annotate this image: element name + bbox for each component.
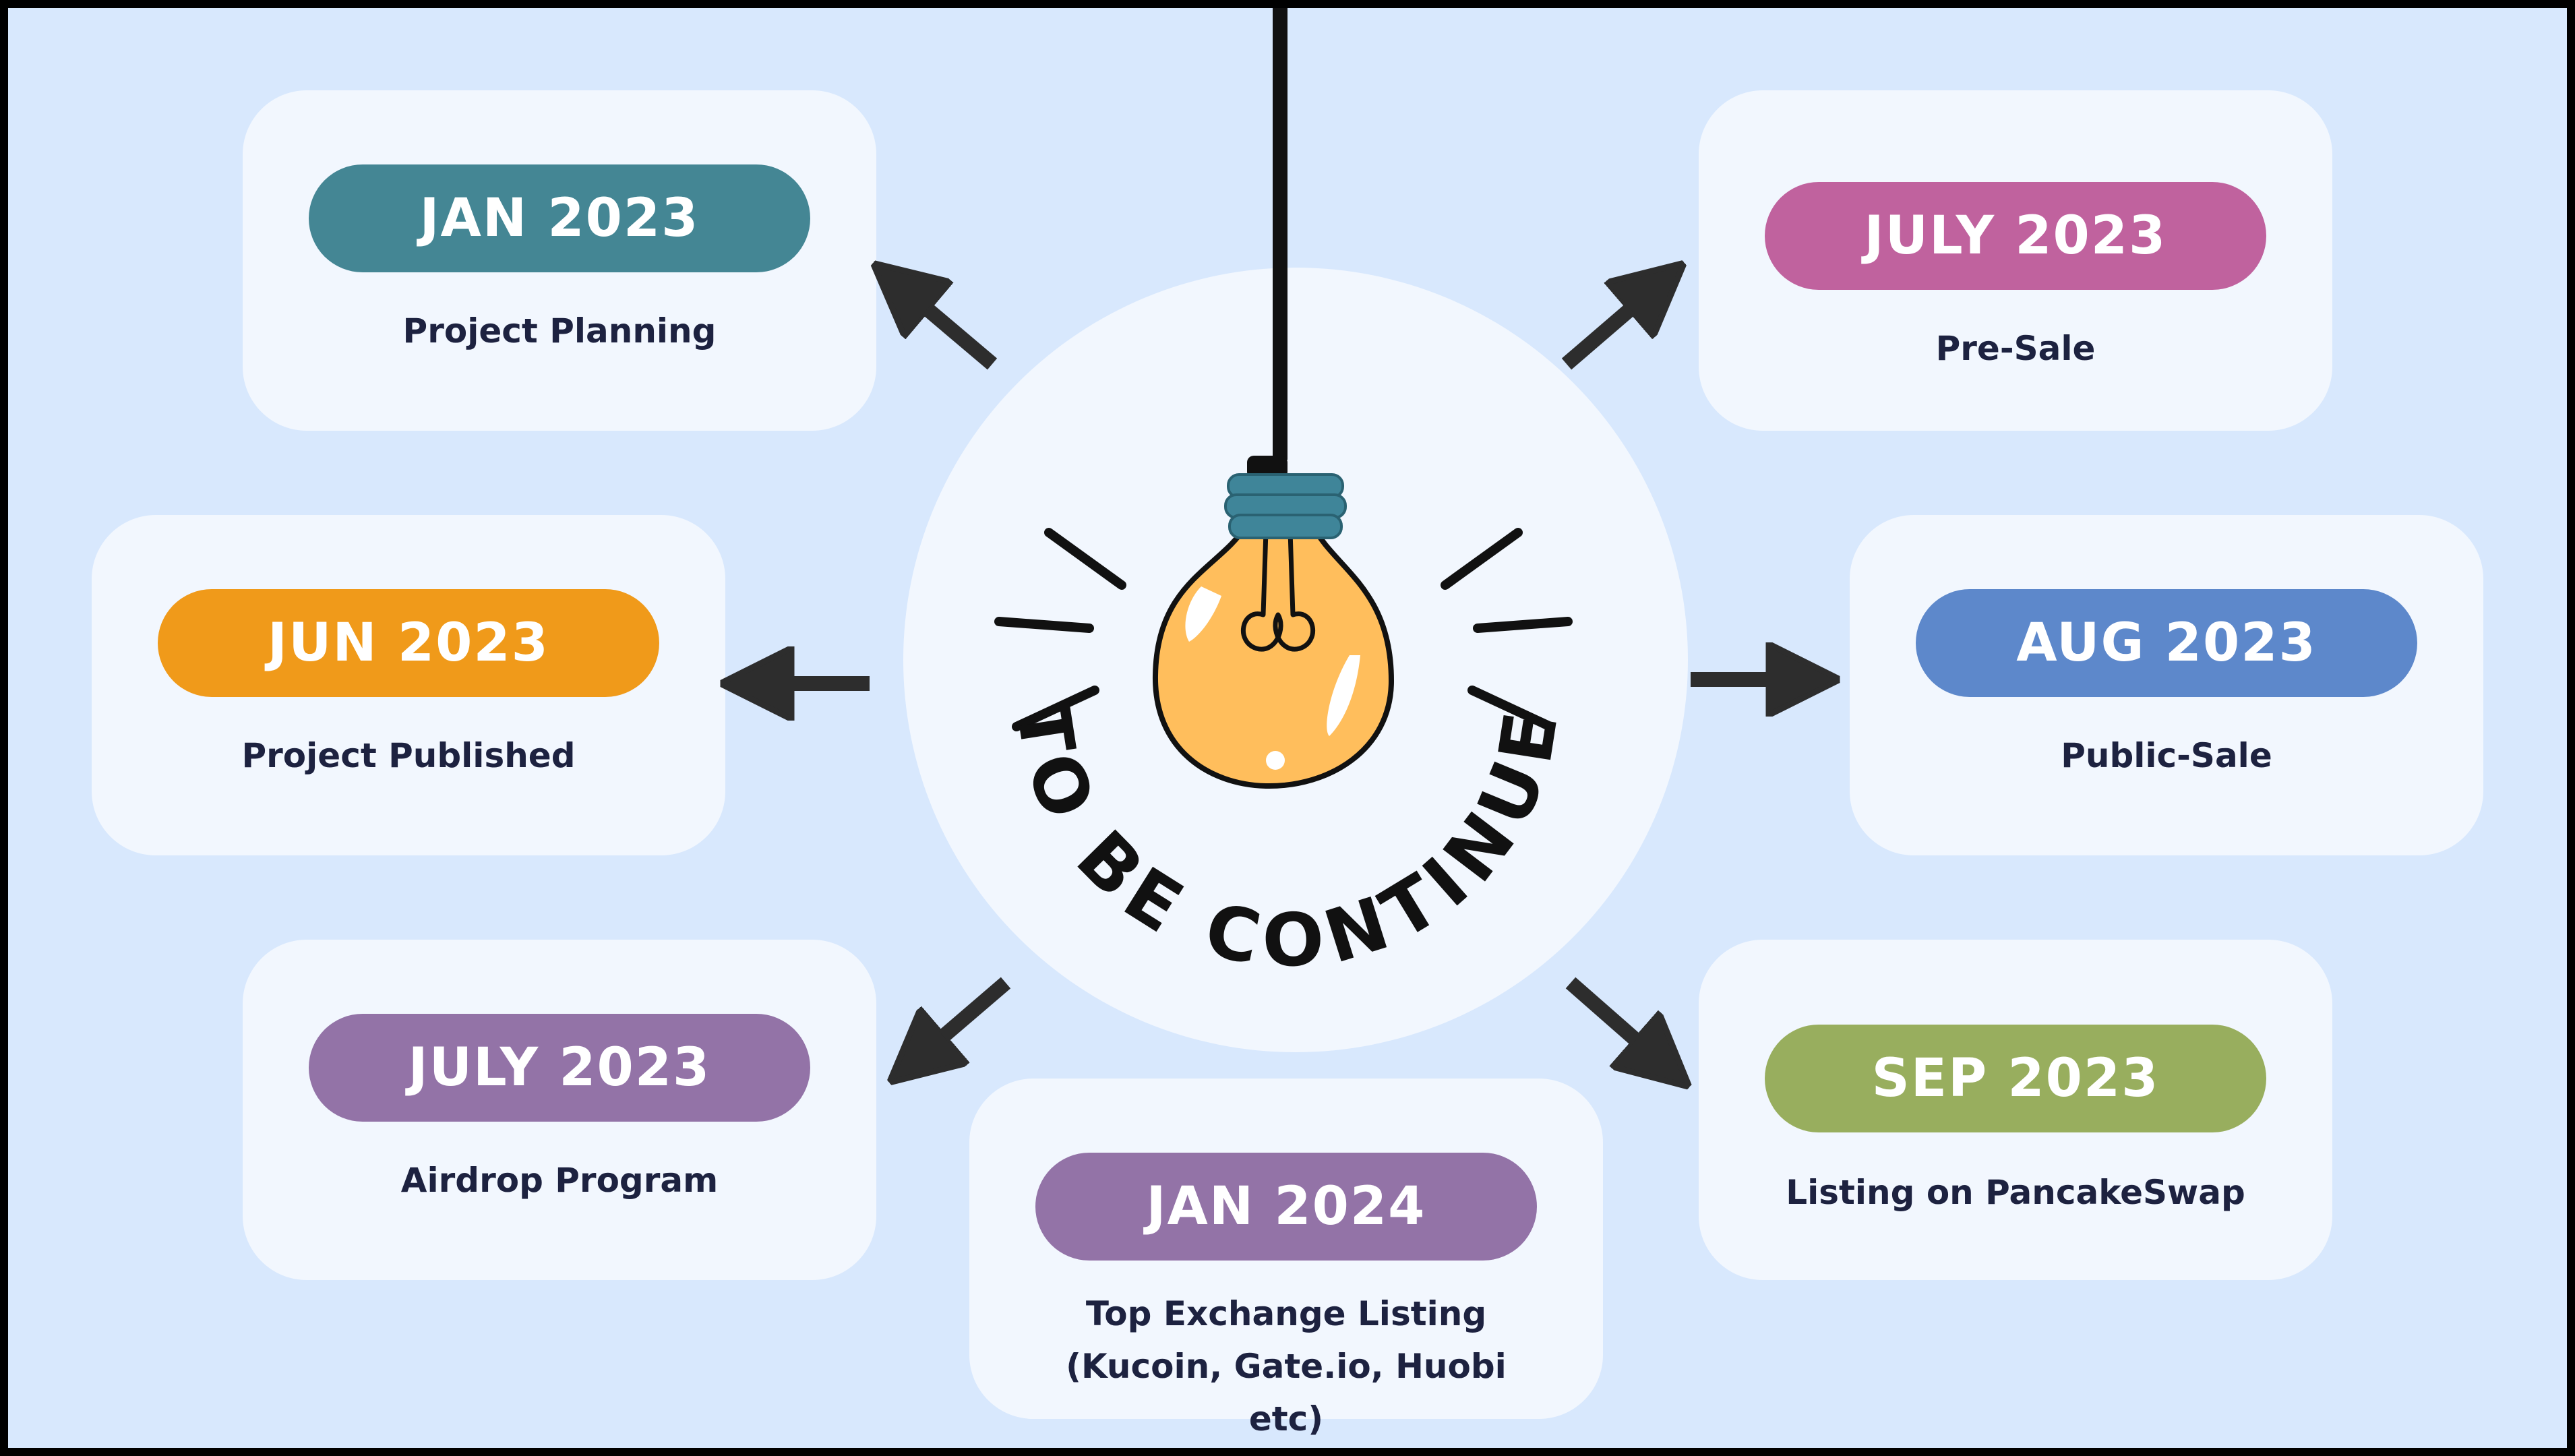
arrow-icon-bottom-right bbox=[1565, 977, 1658, 1060]
milestone-date-pill: JULY 2023 bbox=[309, 1014, 810, 1122]
milestone-date-pill: JAN 2023 bbox=[309, 164, 810, 272]
milestone-description: Airdrop Program bbox=[400, 1161, 719, 1200]
arrow-icon-top-left bbox=[905, 290, 998, 370]
arrow-icon-bottom-left bbox=[921, 977, 1011, 1056]
milestone-description: Pre-Sale bbox=[1935, 329, 2096, 368]
milestone-date-pill: JAN 2024 bbox=[1035, 1153, 1537, 1261]
milestone-description: Public-Sale bbox=[2061, 736, 2272, 775]
milestone-description: Project Planning bbox=[402, 311, 717, 351]
milestone-card-aug-2023: AUG 2023 Public-Sale bbox=[1850, 515, 2483, 855]
milestone-date-pill: JULY 2023 bbox=[1765, 182, 2266, 290]
milestone-card-sep-2023: SEP 2023 Listing on PancakeSwap bbox=[1699, 940, 2332, 1280]
milestone-date-pill: JUN 2023 bbox=[158, 589, 659, 697]
diagram-graphics: TO BE CONTINUE bbox=[8, 8, 2567, 1448]
milestone-card-july-2023-airdrop: JULY 2023 Airdrop Program bbox=[243, 940, 876, 1280]
milestone-description: Listing on PancakeSwap bbox=[1786, 1173, 2245, 1212]
milestone-description: Top Exchange Listing (Kucoin, Gate.io, H… bbox=[1066, 1294, 1507, 1438]
arrow-icon-top-right bbox=[1561, 290, 1653, 370]
milestone-description: Project Published bbox=[241, 736, 576, 775]
milestone-card-july-2023-presale: JULY 2023 Pre-Sale bbox=[1699, 90, 2332, 431]
lightbulb-icon bbox=[1152, 456, 1395, 789]
milestone-card-jun-2023: JUN 2023 Project Published bbox=[92, 515, 725, 855]
milestone-date-pill: SEP 2023 bbox=[1765, 1025, 2266, 1132]
milestone-card-jan-2023: JAN 2023 Project Planning bbox=[243, 90, 876, 431]
light-rays bbox=[994, 528, 1573, 731]
milestone-date-pill: AUG 2023 bbox=[1916, 589, 2417, 697]
milestone-card-jan-2024: JAN 2024 Top Exchange Listing (Kucoin, G… bbox=[969, 1079, 1603, 1438]
